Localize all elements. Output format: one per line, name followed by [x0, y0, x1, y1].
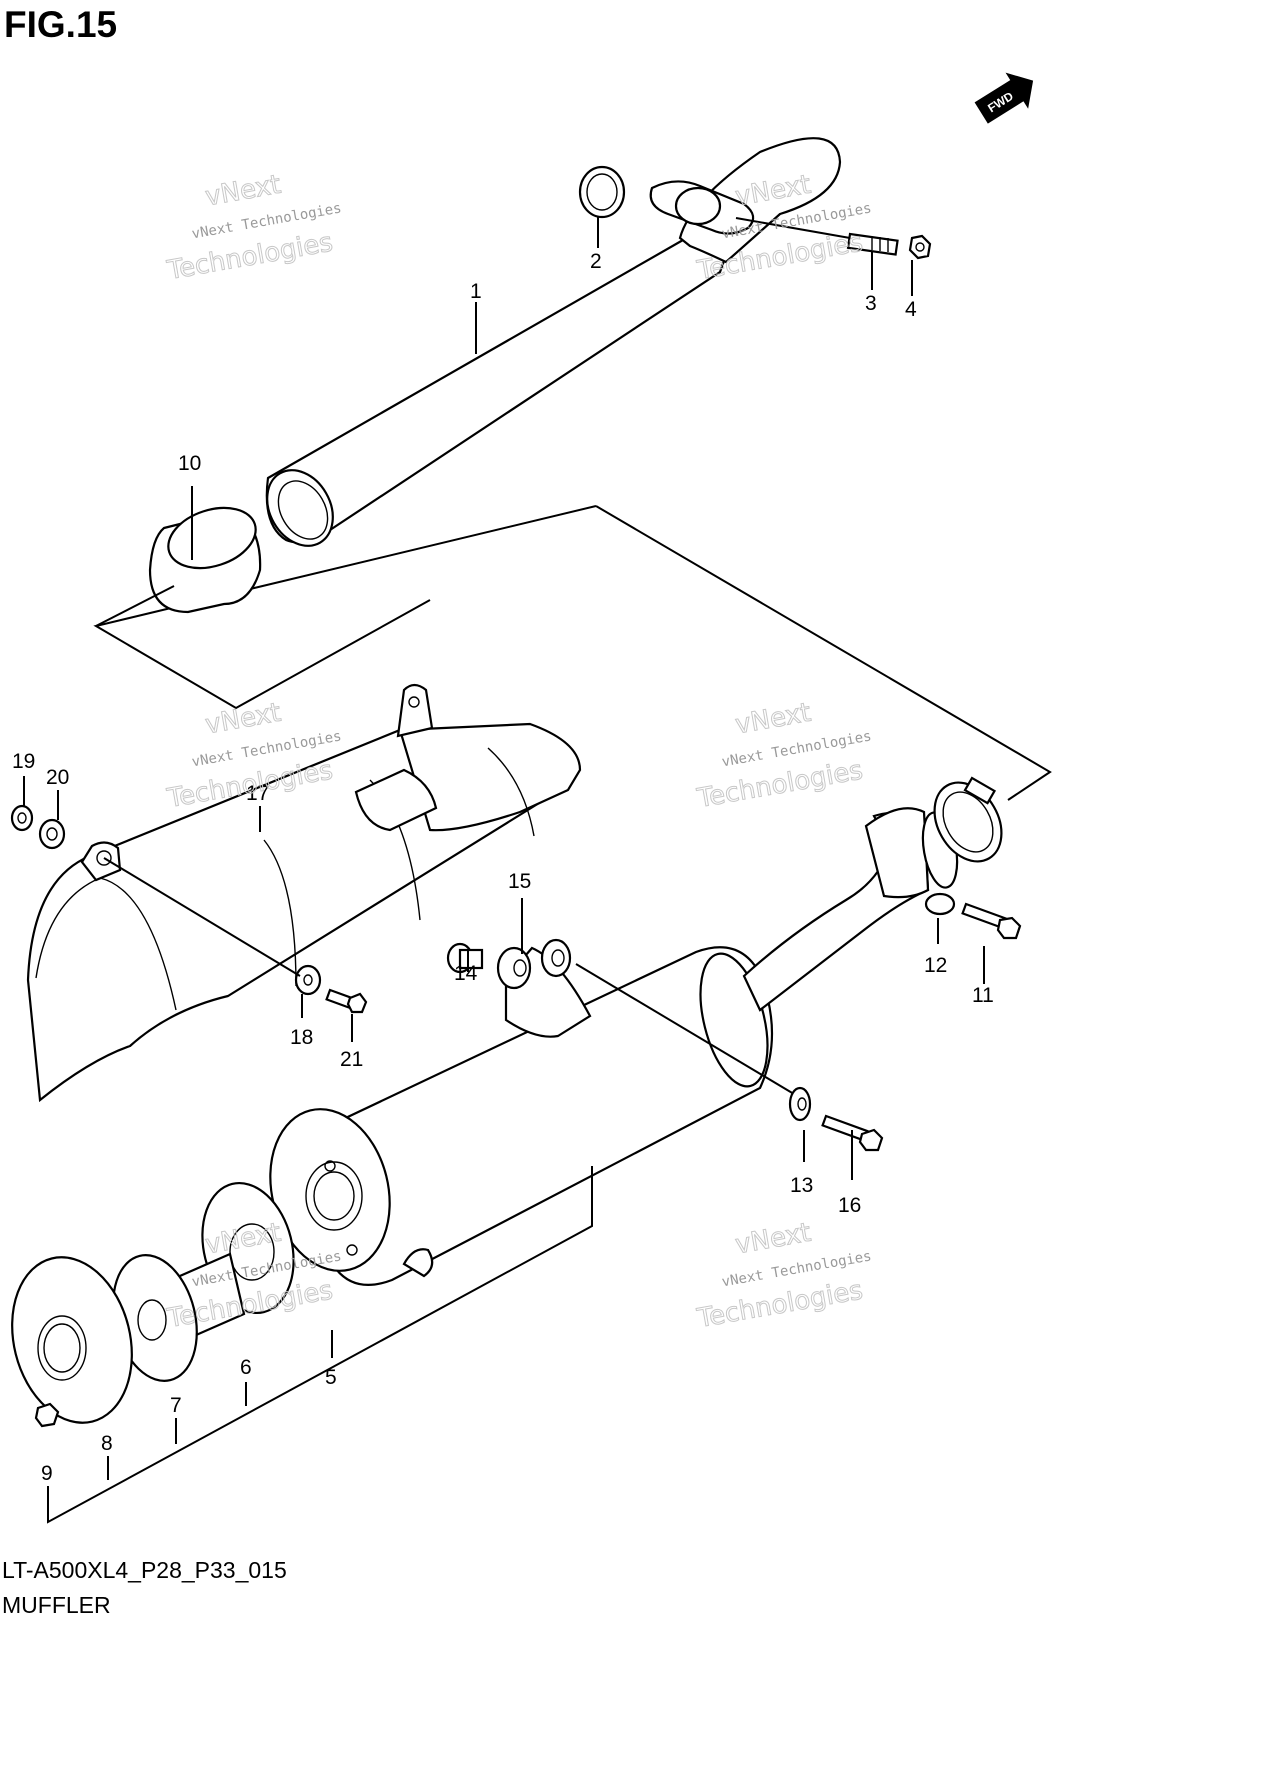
callout-7: 7: [170, 1394, 182, 1417]
diagram-name: MUFFLER: [2, 1592, 111, 1618]
group-outline-pipe-left: [93, 505, 597, 710]
callout-18: 18: [290, 1026, 313, 1049]
callout-4: 4: [905, 298, 917, 321]
callout-6: 6: [240, 1356, 252, 1379]
pipe-sleeve: [148, 506, 262, 614]
watermark: vNext vNext Technologies Technologies: [164, 169, 343, 287]
bushing-14: [446, 942, 484, 974]
svg-text:Technologies: Technologies: [694, 1276, 865, 1335]
collar-12: [924, 892, 956, 916]
group-outline-pipe: [595, 505, 1052, 801]
callout-16: 16: [838, 1194, 861, 1217]
pipe-clamp: [933, 776, 1003, 863]
bolt-11: [961, 902, 1022, 940]
callout-15: 15: [508, 870, 531, 893]
callout-2: 2: [590, 250, 602, 273]
callout-9: 9: [41, 1462, 53, 1485]
stud-bolt: [846, 232, 899, 256]
svg-text:vNext: vNext: [733, 698, 813, 741]
watermark: vNext vNext Technologies Technologies: [694, 697, 873, 815]
callout-19: 19: [12, 750, 35, 773]
leader-stud: [735, 217, 851, 239]
svg-text:Technologies: Technologies: [694, 756, 865, 815]
svg-text:vNext: vNext: [733, 1218, 813, 1261]
leader-shield-bolt: [103, 857, 301, 977]
washer-18: [294, 964, 322, 996]
diagram-code: LT-A500XL4_P28_P33_015: [2, 1557, 287, 1583]
callout-13: 13: [790, 1174, 813, 1197]
callout-5: 5: [325, 1366, 337, 1389]
svg-text:Technologies: Technologies: [164, 228, 335, 287]
callout-17: 17: [246, 782, 269, 805]
callout-3: 3: [865, 292, 877, 315]
gasket-ring: [578, 165, 626, 219]
muffler-body: [269, 807, 959, 1286]
figure-title: FIG.15: [4, 4, 118, 45]
bolt-21: [325, 988, 368, 1014]
callout-14: 14: [454, 962, 478, 985]
bushing-15: [496, 946, 532, 990]
callout-11: 11: [972, 984, 994, 1007]
washer-13: [788, 1086, 812, 1122]
callout-20: 20: [46, 766, 69, 789]
callout-10: 10: [178, 452, 201, 475]
rubber-20: [38, 818, 66, 850]
exhaust-pipe: [265, 137, 842, 547]
callout-12: 12: [924, 954, 947, 977]
leader-sleeve: [95, 585, 175, 627]
callout-8: 8: [101, 1432, 113, 1455]
callout-1: 1: [470, 280, 482, 303]
callout-21: 21: [340, 1048, 363, 1071]
bolt-16: [821, 1114, 884, 1152]
leader-muffler-bolt: [575, 963, 805, 1101]
tail-cap-8: [11, 1256, 133, 1424]
flange-nut: [908, 234, 932, 260]
watermark: vNext vNext Technologies Technologies: [694, 1217, 873, 1335]
heat-shield: [26, 683, 582, 1103]
washer-19: [10, 804, 34, 832]
bolt-9: [34, 1402, 60, 1428]
forward-arrow-icon: FWD: [974, 72, 1034, 124]
svg-text:vNext: vNext: [203, 698, 283, 741]
washer-muffler: [540, 938, 572, 978]
svg-text:vNext: vNext: [203, 170, 283, 213]
